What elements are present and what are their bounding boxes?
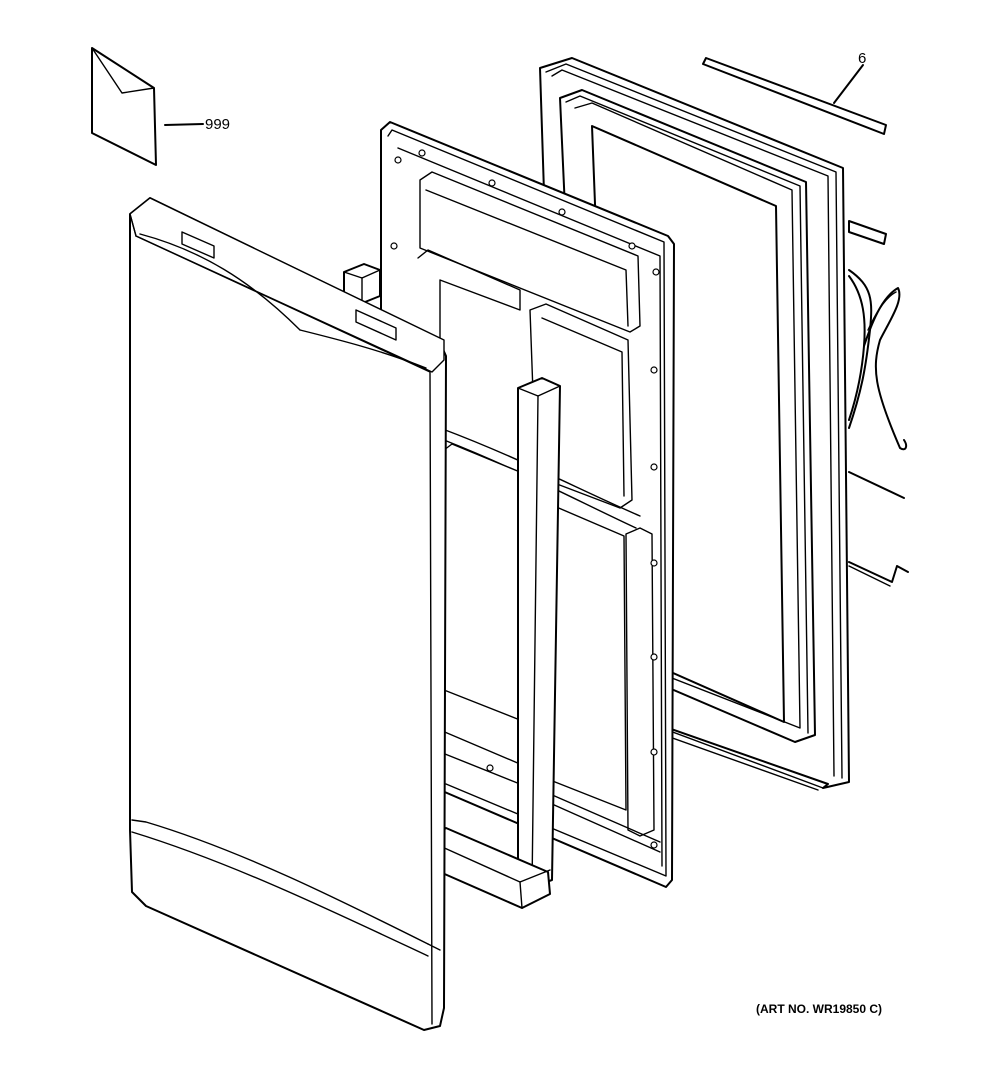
callout-6: 6 [858, 50, 866, 67]
trim-strip-part [702, 57, 887, 135]
envelope-part [91, 47, 157, 166]
leader-line-999 [164, 123, 204, 126]
rod-part [848, 471, 905, 499]
small-strip-part [848, 220, 887, 245]
bracket-rod-part [848, 561, 909, 587]
callout-999: 999 [205, 116, 230, 133]
vertical-breaker-strip [517, 377, 561, 889]
wire-loop-part [848, 269, 908, 451]
art-number: (ART NO. WR19850 C) [756, 1002, 882, 1016]
leader-line-6 [833, 64, 864, 104]
outer-door-part [129, 197, 447, 1031]
